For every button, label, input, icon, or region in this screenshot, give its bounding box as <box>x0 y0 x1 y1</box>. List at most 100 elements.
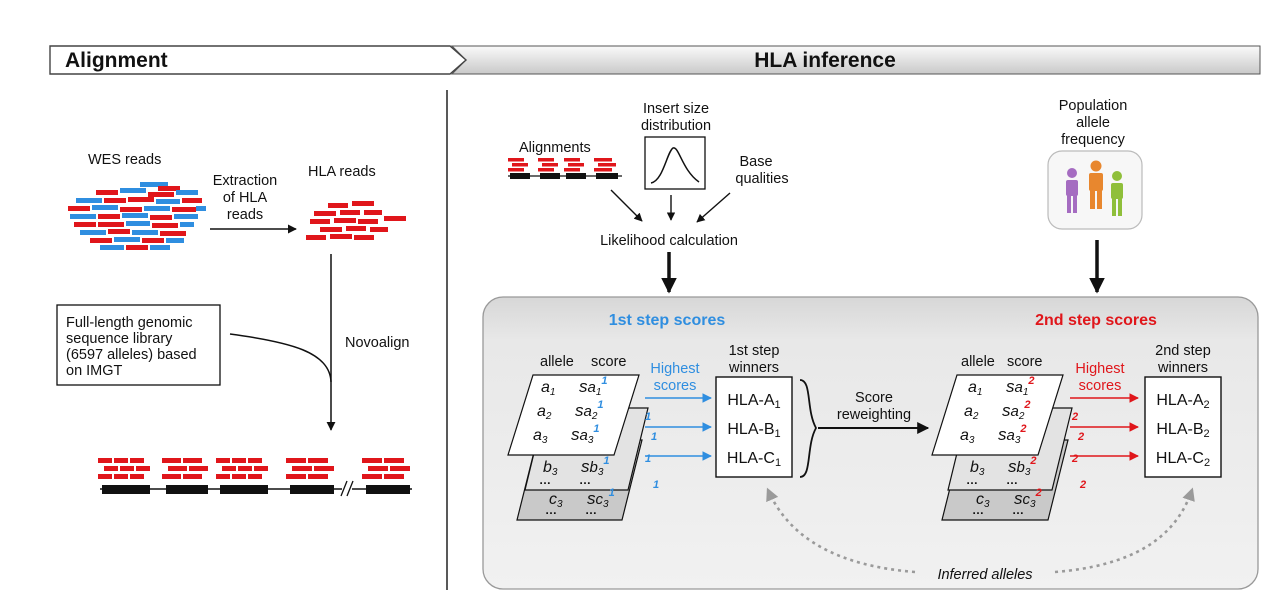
library-line-1: Full-length genomic <box>66 315 193 331</box>
read <box>328 203 348 208</box>
read <box>74 222 96 227</box>
read <box>330 234 352 239</box>
library-box <box>56 304 221 386</box>
read <box>189 466 208 471</box>
population-line-1: Population <box>1059 98 1128 114</box>
card-edge-sup: 1 <box>653 479 659 491</box>
ellipsis: … <box>585 503 597 517</box>
ellipsis: … <box>972 503 984 517</box>
read <box>598 163 616 167</box>
exon-block <box>102 485 150 494</box>
card-edge-sup: 1 <box>645 453 651 465</box>
population-line-2: allele <box>1076 115 1110 131</box>
ellipsis: … <box>966 473 978 487</box>
header-alignment: Alignment <box>65 49 168 72</box>
break-mark <box>346 480 354 497</box>
ellipsis: … <box>545 503 557 517</box>
read <box>286 458 306 463</box>
read <box>114 474 128 479</box>
read <box>196 206 206 211</box>
exon-block <box>510 173 530 179</box>
step2-winners-box <box>1144 376 1222 478</box>
read <box>183 474 202 479</box>
read <box>100 245 124 250</box>
scores-panel <box>482 296 1259 590</box>
library-merge-curve <box>229 333 332 383</box>
ellipsis: … <box>579 473 591 487</box>
read <box>542 163 558 167</box>
read <box>254 466 268 471</box>
library-line-2: sequence library <box>66 331 173 347</box>
wes-reads-label: WES reads <box>88 152 161 168</box>
population-line-3: frequency <box>1061 132 1125 148</box>
read <box>144 206 170 211</box>
read <box>96 190 118 195</box>
winner-1: HLA-A1 <box>727 392 780 411</box>
read <box>362 458 382 463</box>
ellipsis: … <box>539 473 551 487</box>
winner-2: HLA-B1 <box>727 421 780 440</box>
extraction-label-3: reads <box>227 207 263 223</box>
read <box>166 238 184 243</box>
read <box>130 474 144 479</box>
ellipsis: … <box>1012 503 1024 517</box>
novoalign-label: Novoalign <box>345 335 410 351</box>
read <box>98 222 124 227</box>
read <box>168 466 187 471</box>
read <box>238 466 252 471</box>
read <box>120 466 134 471</box>
read <box>142 238 164 243</box>
insert-size-line-2: distribution <box>641 118 711 134</box>
ellipsis: … <box>1006 473 1018 487</box>
read <box>104 198 126 203</box>
card-edge-sup: 2 <box>1071 453 1078 465</box>
read <box>174 214 198 219</box>
card-edge-sup: 1 <box>645 411 651 423</box>
read <box>292 466 312 471</box>
alignments-arrow <box>610 189 643 222</box>
read <box>364 210 382 215</box>
base-qualities-line-1: Base <box>739 154 772 170</box>
header-hla-inference: HLA inference <box>754 49 896 72</box>
card-edge-sup: 2 <box>1071 411 1078 423</box>
read <box>368 466 388 471</box>
read <box>354 235 374 240</box>
read <box>80 230 106 235</box>
read <box>564 158 580 162</box>
step1-highest-2: scores <box>654 378 697 394</box>
read <box>132 230 158 235</box>
hla-reads-label: HLA reads <box>308 164 376 180</box>
break-mark <box>340 480 348 497</box>
score-symbol: sc32 <box>1014 487 1042 510</box>
score-symbol: sc31 <box>587 487 615 510</box>
winner-2: HLA-B2 <box>1156 421 1209 440</box>
read <box>340 210 360 215</box>
read <box>120 207 142 212</box>
read <box>70 214 96 219</box>
exon-block <box>290 485 334 494</box>
winner-3: HLA-C1 <box>727 450 781 469</box>
read <box>152 223 178 228</box>
read <box>150 245 170 250</box>
read <box>140 182 168 187</box>
sequencing-read-icon <box>508 158 622 179</box>
step2-col-score: score <box>1007 354 1042 370</box>
card-edge-sup: 2 <box>1079 479 1086 491</box>
read <box>222 466 236 471</box>
read <box>156 199 180 204</box>
step1-title: 1st step scores <box>609 312 726 329</box>
read <box>352 201 374 206</box>
step1-winners-title-2: winners <box>728 360 779 376</box>
exon-block <box>596 173 618 179</box>
step2-col-allele: allele <box>961 354 995 370</box>
read <box>384 458 404 463</box>
read <box>98 214 120 219</box>
step1-winners-title-1: 1st step <box>729 343 780 359</box>
exon-block <box>220 485 268 494</box>
read <box>314 466 334 471</box>
read <box>130 458 144 463</box>
read <box>126 221 150 226</box>
exon-block <box>540 173 560 179</box>
